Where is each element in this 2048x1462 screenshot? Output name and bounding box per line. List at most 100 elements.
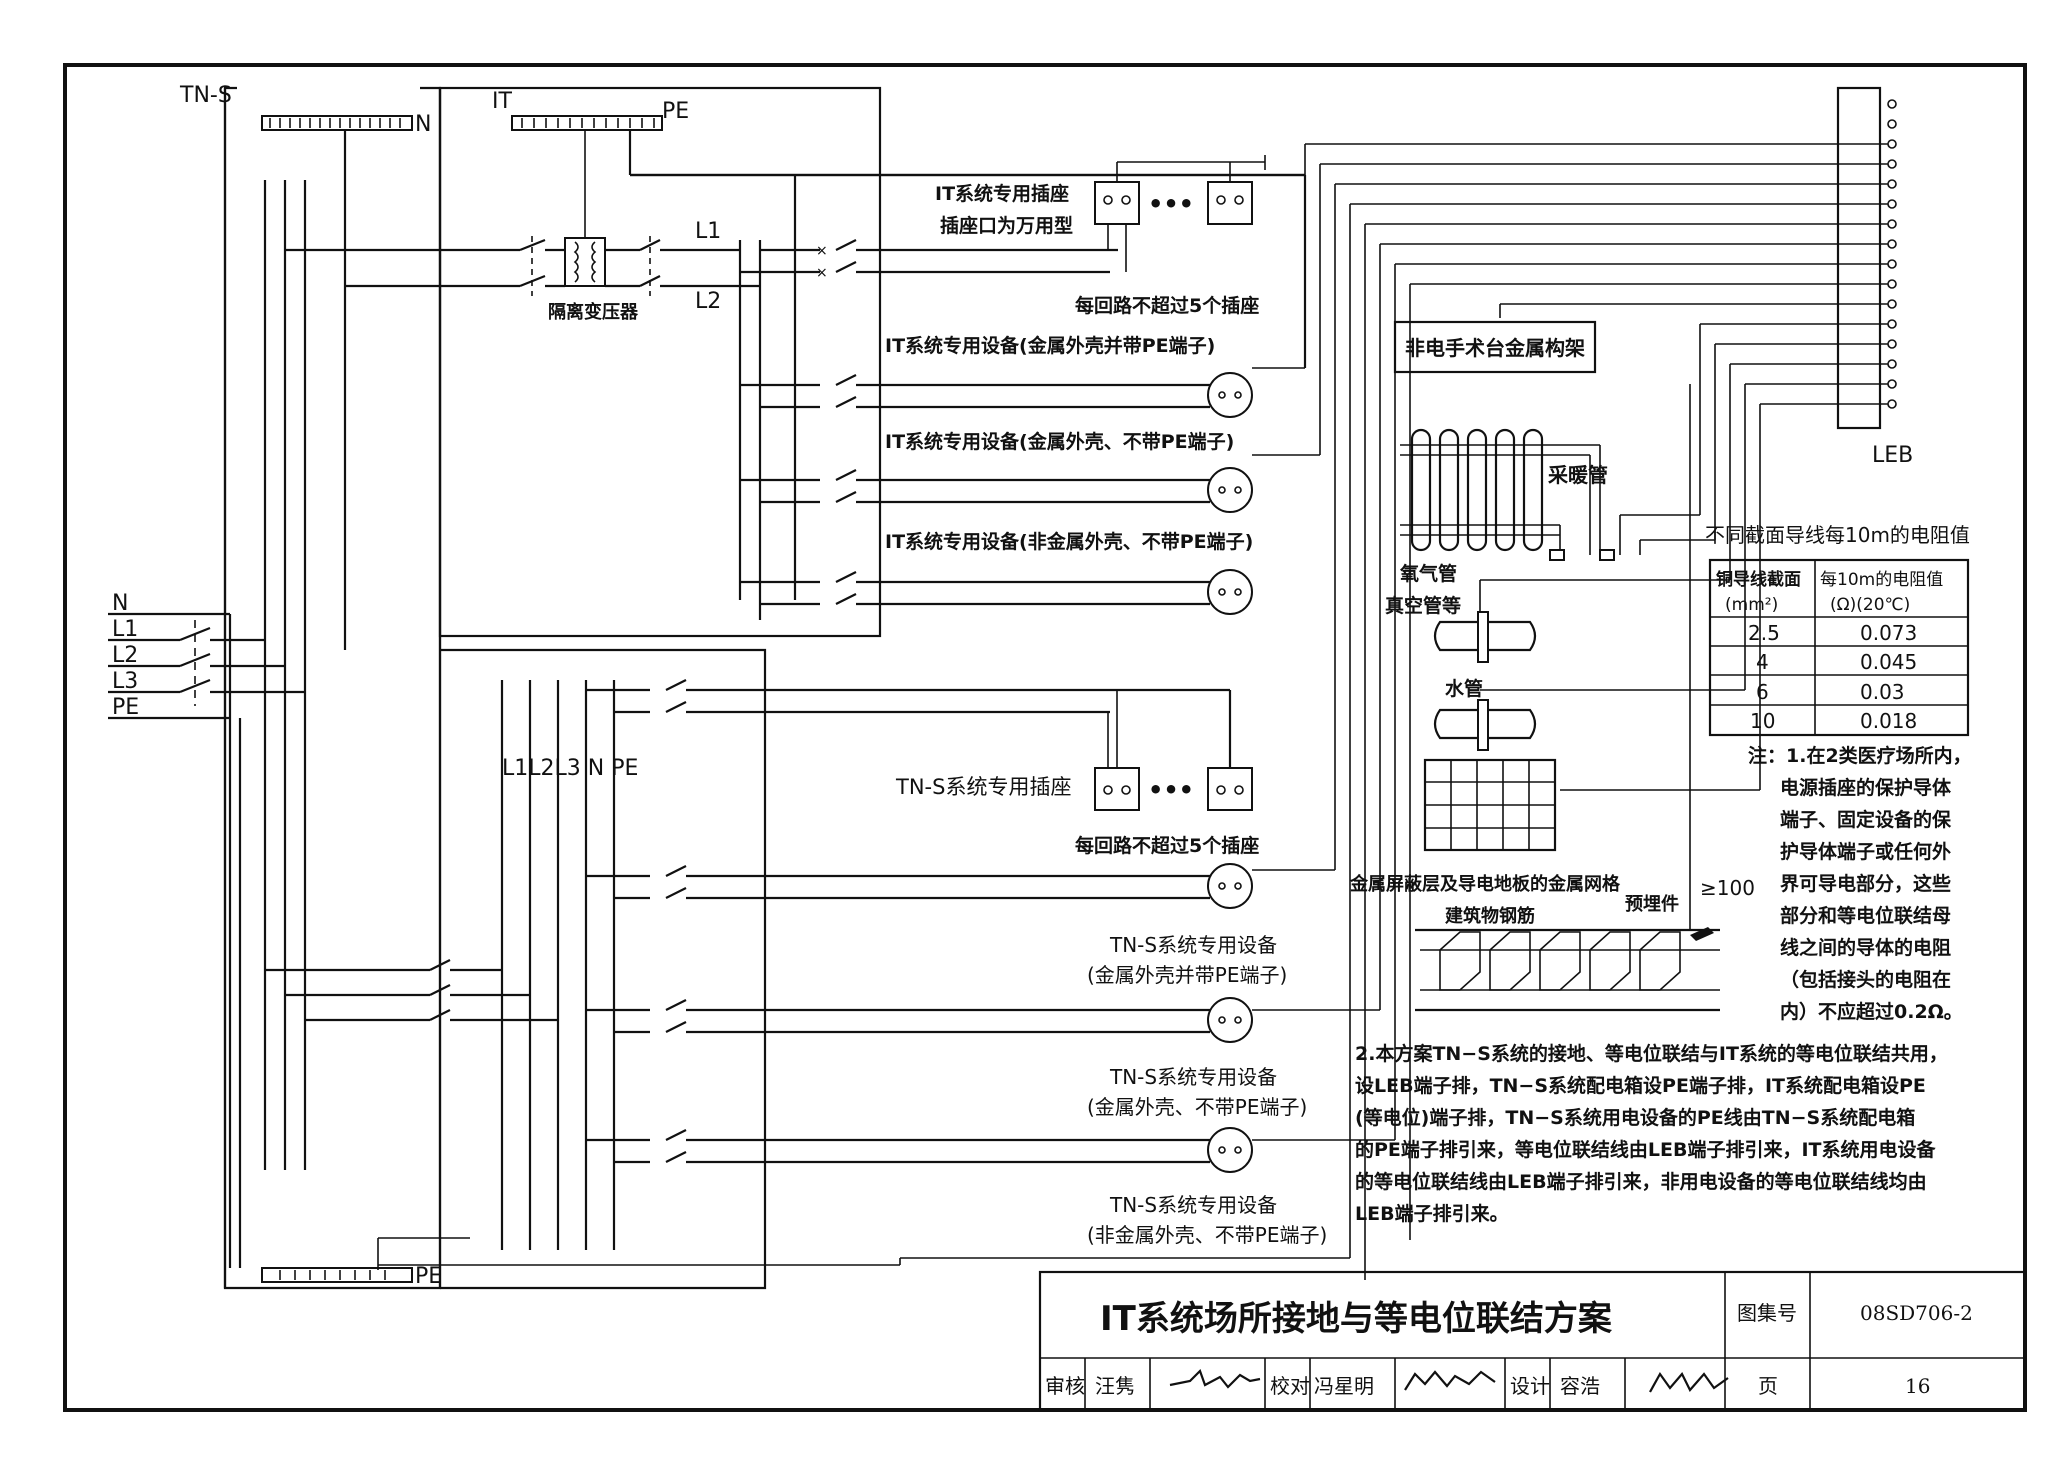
radiator-icon [1400, 428, 1615, 561]
table-col1-a: 铜导线截面 [1716, 569, 1801, 590]
tns-sub-bus-labels: L1L2L3 N PE [502, 756, 638, 781]
tns-sub-buses [265, 680, 616, 1250]
tns-socket-1 [1094, 690, 1140, 811]
it-l2-label: L2 [695, 289, 721, 314]
table-row-2-value: 0.045 [1860, 650, 1917, 674]
n-bus-ticks [269, 118, 401, 128]
note-2: 2.本方案TN−S系统的接地、等电位联结与IT系统的等电位联结共用， 设LEB端… [1355, 1042, 1948, 1225]
table-col1-b: (mm²) [1725, 595, 1778, 615]
supply-n: N [112, 591, 128, 616]
tns-dev2-label-b: (金属外壳、不带PE端子) [1087, 1095, 1307, 1119]
radiator-label: 采暖管 [1548, 463, 1608, 487]
it-label: IT [492, 89, 512, 114]
it-socket-title-1: IT系统专用插座 [935, 182, 1069, 205]
it-l1-label: L1 [695, 219, 721, 244]
table-row-3-value: 0.03 [1860, 680, 1905, 704]
tns-socket-circuit [586, 679, 1232, 770]
supply-lines [108, 612, 230, 720]
leb-terminals [1887, 99, 1897, 409]
svg-text:电源插座的保护导体: 电源插座的保护导体 [1780, 776, 1952, 799]
atlas-label: 图集号 [1737, 1301, 1797, 1325]
reviewer-name: 汪隽 [1095, 1374, 1135, 1398]
atlas-number: 08SD706-2 [1860, 1301, 1973, 1325]
svg-text:护导体端子或任何外: 护导体端子或任何外 [1780, 840, 1951, 863]
tns-dev3-label-b: (非金属外壳、不带PE端子) [1087, 1223, 1327, 1247]
tns-main-buses [228, 130, 347, 1268]
it-socket-ellipsis: ••• [1148, 190, 1194, 218]
tns-device-3 [1207, 1127, 1253, 1173]
pe-bus-ticks [279, 1270, 386, 1280]
metal-mesh-icon [1423, 758, 1557, 852]
water-pipe-icon [1433, 699, 1537, 751]
svg-text:设LEB端子排，TN−S系统配电箱设PE端子排，IT系统配电: 设LEB端子排，TN−S系统配电箱设PE端子排，IT系统配电箱设PE [1355, 1074, 1926, 1097]
it-pe-bus-bar [511, 115, 663, 131]
leb-label: LEB [1872, 443, 1913, 468]
main-switch [179, 620, 305, 706]
tns-dev2-label-a: TN-S系统专用设备 [1109, 1065, 1277, 1089]
drawing-frame [63, 63, 2027, 1412]
mesh-label: 金属屏蔽层及导电地板的金属网格 [1349, 873, 1621, 895]
tns-panel-border [223, 86, 442, 1290]
tns-socket-ellipsis: ••• [1148, 776, 1194, 804]
designer-signature [1649, 1371, 1729, 1393]
it-pe-label: PE [662, 99, 689, 124]
rebar-label: 建筑物钢筋 [1445, 905, 1535, 927]
n-bus-label: N [415, 112, 431, 137]
svg-text:线之间的导体的电阻: 线之间的导体的电阻 [1780, 936, 1951, 959]
svg-text:(等电位)端子排，TN−S系统用电设备的PE线由TN−S系统: (等电位)端子排，TN−S系统用电设备的PE线由TN−S系统配电箱 [1355, 1106, 1915, 1129]
or-table-frame-label: 非电手术台金属构架 [1405, 336, 1585, 360]
tns-label: TN-S [179, 83, 232, 108]
supply-pe: PE [112, 695, 139, 720]
tns-device-2 [1207, 997, 1253, 1043]
it-dev2-label: IT系统专用设备(金属外壳、不带PE端子) [885, 430, 1234, 453]
check-label: 校对 [1270, 1374, 1310, 1398]
vacuum-label: 真空管等 [1385, 594, 1461, 617]
svg-text:LEB端子排引来。: LEB端子排引来。 [1355, 1202, 1509, 1225]
design-label: 设计 [1510, 1374, 1550, 1398]
it-device-1 [1207, 367, 1305, 418]
tns-device-1 [1207, 863, 1253, 909]
water-label: 水管 [1445, 677, 1483, 700]
tns-socket-2 [1207, 767, 1253, 811]
it-dev1-label: IT系统专用设备(金属外壳并带PE端子) [885, 334, 1215, 357]
pe-bus-label: PE [415, 1264, 442, 1289]
table-col2-b: (Ω)(20℃) [1830, 595, 1910, 615]
supply-l3: L3 [112, 669, 138, 694]
checker-signature [1404, 1370, 1496, 1391]
it-device-2 [1207, 467, 1253, 513]
review-label: 审核 [1045, 1374, 1085, 1398]
table-row-4-section: 10 [1750, 709, 1775, 733]
resistance-table [1708, 558, 1970, 737]
svg-text:（包括接头的电阻在: （包括接头的电阻在 [1780, 968, 1951, 991]
svg-text:的PE端子排引来，等电位联结线由LEB端子排引来，IT系统用: 的PE端子排引来，等电位联结线由LEB端子排引来，IT系统用电设备 [1355, 1138, 1937, 1161]
table-row-1-value: 0.073 [1860, 621, 1917, 645]
svg-text:×: × [816, 265, 828, 281]
table-row-3-section: 6 [1756, 680, 1769, 704]
tns-dev1-label-b: (金属外壳并带PE端子) [1087, 963, 1287, 987]
svg-text:界可导电部分，这些: 界可导电部分，这些 [1780, 872, 1951, 895]
table-row-2-section: 4 [1756, 650, 1769, 674]
table-row-1-section: 2.5 [1748, 621, 1780, 645]
it-socket-1 [1094, 162, 1140, 272]
tns-socket-title: TN-S系统专用插座 [895, 775, 1071, 799]
tns-dev1-label-a: TN-S系统专用设备 [1109, 933, 1277, 957]
leb-terminal-strip [1836, 86, 1882, 430]
svg-text:端子、固定设备的保: 端子、固定设备的保 [1780, 808, 1952, 831]
supply-l1: L1 [112, 617, 138, 642]
it-pe-bus-ticks [521, 118, 655, 128]
drawing-title: IT系统场所接地与等电位联结方案 [1100, 1299, 1613, 1339]
table-row-4-value: 0.018 [1860, 709, 1917, 733]
resistance-table-title: 不同截面导线每10m的电阻值 [1705, 523, 1970, 547]
it-socket-circuit: × × [740, 239, 1118, 281]
reviewer-signature [1169, 1368, 1261, 1389]
note-1: 注：1.在2类医疗场所内， 电源插座的保护导体 端子、固定设备的保 护导体端子或… [1748, 744, 1972, 1023]
it-dev3-label: IT系统专用设备(非金属外壳、不带PE端子) [885, 530, 1253, 553]
svg-text:的等电位联结线由LEB端子排引来，非用电设备的等电位联结线均: 的等电位联结线由LEB端子排引来，非用电设备的等电位联结线均由 [1355, 1170, 1927, 1193]
designer-name: 容浩 [1560, 1374, 1600, 1398]
it-device-3 [1207, 569, 1253, 615]
title-block [1038, 1270, 2027, 1412]
rebar-icon [1415, 927, 1720, 1012]
page-label: 页 [1758, 1374, 1778, 1398]
page-number: 16 [1905, 1374, 1930, 1398]
tns-sub-panel-border [440, 648, 767, 1290]
